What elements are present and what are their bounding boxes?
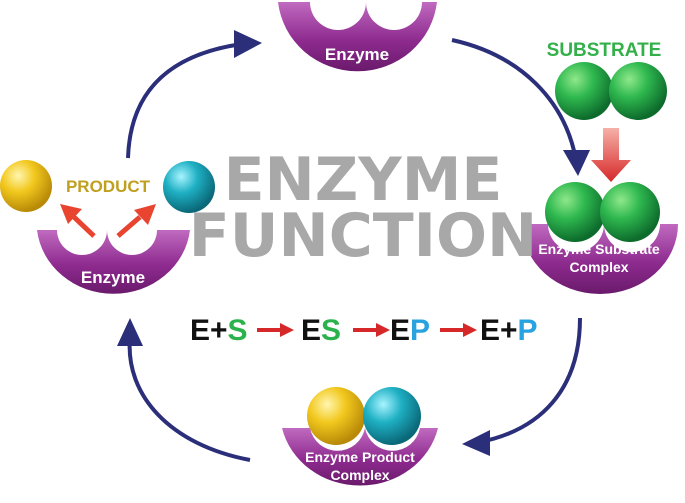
cycle-arrow-top-left [126,42,243,159]
product-label: PRODUCT [66,177,151,196]
es-complex-label-line1: Enzyme Substrate [538,241,660,257]
cycle-arrow-bottom-left-head [117,318,143,346]
product-arrow-right [116,215,142,238]
enzyme-top-shape [278,2,437,72]
eq-t1-e: E [190,314,210,347]
eq-t4-plus: + [500,314,518,347]
eq-t4-e: E [480,314,500,347]
product-ball-cyan [163,161,215,213]
es-complex-enzyme-shape [522,224,678,294]
cycle-arrow-top-right-head [563,150,590,176]
substrate-down-arrow [591,128,631,182]
reaction-arrow-3 [440,323,477,337]
enzyme-left-shape [37,230,190,294]
enzyme-product-complex: Enzyme Product Complex [282,387,438,486]
substrate-group: SUBSTRATE [547,40,667,182]
eq-t2-e: E [301,314,321,347]
reaction-equation: E+S ES EP E+P [190,314,538,347]
substrate-ball-right [609,62,667,120]
title-line2: FUNCTION [189,201,537,271]
product-arrow-left [72,215,96,238]
equation-term-4: E+P [480,314,538,347]
eq-t1-plus: + [210,314,228,347]
product-ball-yellow [0,160,52,212]
cycle-arrow-top-left-head [234,30,262,58]
eq-t1-s: S [228,314,248,347]
es-complex-substrate-right [600,182,660,242]
enzyme-left-label: Enzyme [81,268,145,287]
equation-term-3: EP [390,314,430,347]
enzyme-substrate-complex: Enzyme Substrate Complex [522,182,678,294]
title-line1: ENZYME [224,145,503,215]
cycle-arrows [117,30,590,462]
equation-term-1: E+S [190,314,248,347]
eq-t3-e: E [390,314,410,347]
ep-complex-enzyme-shape [282,428,438,486]
product-arrow-left-head [60,204,82,224]
eq-t4-p: P [518,314,538,347]
enzyme-top: Enzyme [278,2,437,72]
reaction-arrow-2 [353,323,390,337]
cycle-arrow-bottom-right [479,317,582,444]
cycle-arrow-bottom-right-head [462,430,490,456]
equation-term-2: ES [301,314,341,347]
enzyme-top-label: Enzyme [325,45,389,64]
ep-complex-label-line1: Enzyme Product [305,449,415,465]
substrate-ball-left [555,62,613,120]
ep-complex-product-cyan [363,387,421,445]
eq-t2-s: S [321,314,341,347]
enzyme-release-product: Enzyme PRODUCT [0,160,215,294]
substrate-label: SUBSTRATE [547,40,662,61]
ep-complex-label-line2: Complex [330,467,389,483]
cycle-arrow-bottom-left [127,337,251,462]
reaction-arrow-1 [257,323,294,337]
es-complex-label-line2: Complex [569,259,628,275]
eq-t3-p: P [410,314,430,347]
ep-complex-product-yellow [307,387,365,445]
product-arrow-right-head [134,204,156,225]
es-complex-substrate-left [545,182,605,242]
cycle-arrow-top-right [451,38,578,161]
